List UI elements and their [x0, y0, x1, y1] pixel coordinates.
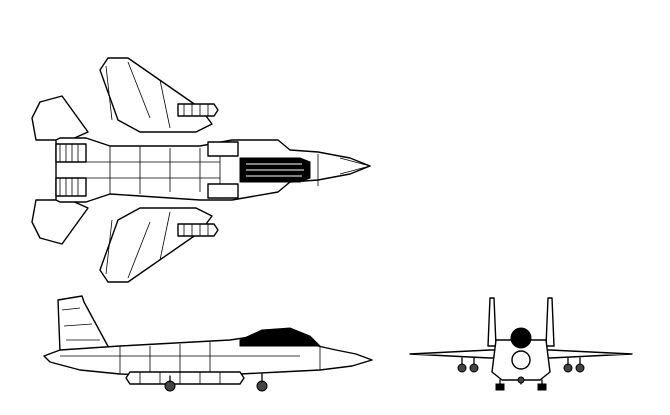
side-view-vertical-fin	[57, 295, 111, 353]
front-view	[409, 297, 633, 391]
top-view-upper-stabilator	[31, 95, 89, 141]
side-view	[43, 295, 373, 392]
top-view	[31, 57, 372, 283]
top-view-upper-nozzle	[55, 143, 87, 163]
top-view-left-wing	[99, 57, 213, 133]
side-view-weapons-pylon	[125, 371, 245, 385]
front-view-left-wheel	[495, 383, 505, 391]
top-view-lower-stabilator	[31, 199, 89, 245]
front-view-left-fin	[487, 297, 497, 347]
top-view-right-wing	[99, 207, 213, 283]
front-view-store-3	[563, 363, 573, 373]
front-view-store-4	[575, 363, 585, 373]
front-view-nose-wheel	[517, 376, 525, 384]
front-view-store-1	[457, 363, 467, 373]
front-view-nose	[511, 350, 531, 370]
top-view-fuselage	[55, 137, 371, 203]
side-view-canopy	[239, 327, 322, 347]
front-view-canopy	[510, 327, 532, 349]
front-view-right-wheel	[537, 383, 547, 391]
front-view-store-2	[469, 363, 479, 373]
front-view-right-fin	[545, 297, 555, 347]
top-view-upper-intake	[207, 141, 239, 157]
top-view-lower-nozzle	[55, 177, 87, 197]
top-view-lower-intake	[207, 183, 239, 199]
